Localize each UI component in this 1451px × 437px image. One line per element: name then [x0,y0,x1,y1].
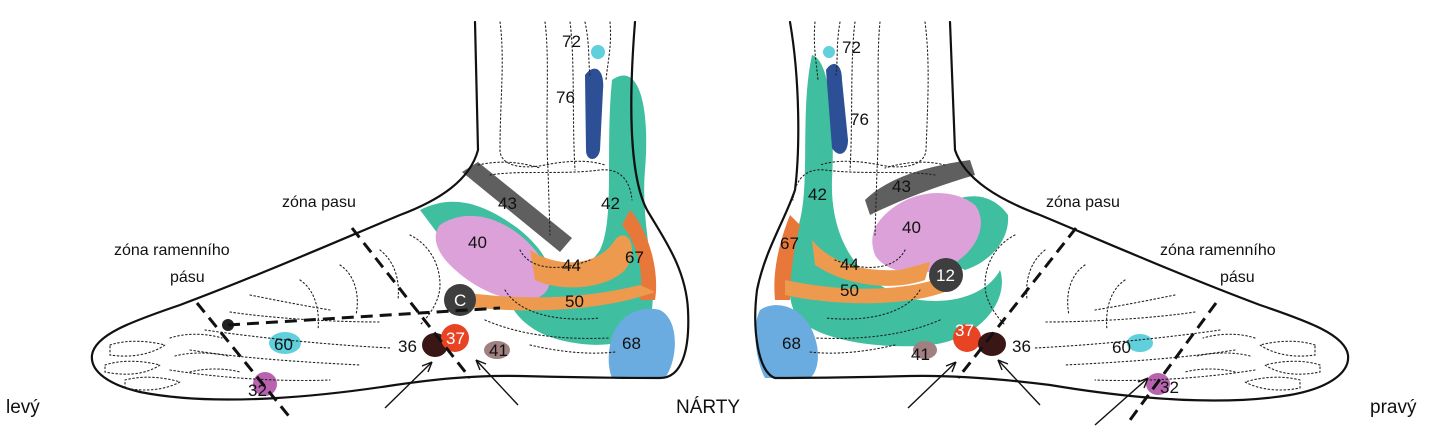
right-label-12: 12 [936,266,955,285]
left-zone-cyan-72 [591,45,605,59]
right-zone-orange-44 [812,240,930,286]
right-foot: 72 76 43 42 40 44 67 50 12 37 36 41 68 6… [754,20,1417,426]
right-label-43: 43 [892,177,911,196]
right-label-44: 44 [840,255,859,274]
left-label-76: 76 [556,88,575,107]
left-label-42: 42 [601,194,620,213]
title: NÁRTY [676,397,740,418]
right-label-60: 60 [1112,338,1131,357]
left-waist-label: zóna pasu [282,194,356,211]
left-zone-pink-40 [435,215,550,301]
right-label-37: 37 [955,321,974,340]
left-foot: 72 76 43 42 40 44 67 50 C 36 37 41 68 60… [6,20,690,421]
left-zone-darkgray-C [444,284,476,316]
left-zone-cyan-60 [269,332,301,354]
left-zone-teal-ankle [504,75,653,345]
right-zone-pink-40 [872,193,981,273]
left-zone-orange-67 [622,210,657,300]
right-zone-cyan-72 [823,46,835,58]
right-zone-navy-76 [826,64,848,154]
left-zone-mauve-41 [484,341,510,359]
left-label-C: C [454,291,466,310]
left-label-32: 32 [248,381,267,400]
right-foot-outline [754,20,1350,402]
right-shoulder-label-line2: pásu [1220,269,1255,286]
right-label-36: 36 [1012,337,1031,356]
right-arrows [907,359,1149,426]
right-label-76: 76 [850,110,869,129]
right-zone-mauve-41 [913,341,937,359]
left-shoulder-line [195,302,294,421]
left-label-60: 60 [274,335,293,354]
left-label-68: 68 [622,334,641,353]
right-waist-label: zóna pasu [1046,194,1120,211]
left-label-67: 67 [625,248,644,267]
left-shoulder-label-line2: pásu [170,269,205,286]
right-label-72: 72 [842,38,861,57]
right-zone-brown-36 [978,332,1006,356]
left-zone-navy-76 [585,68,604,159]
left-label-37: 37 [446,329,465,348]
left-shoulder-label-line1: zóna ramenního [114,242,230,259]
left-zone-orange-50 [460,285,655,311]
right-label-42: 42 [808,185,827,204]
left-label-40: 40 [468,233,487,252]
right-label-50: 50 [840,281,859,300]
left-label-44: 44 [562,256,581,275]
left-zone-gray-43 [462,162,572,252]
right-zone-cyan-60 [1127,334,1153,352]
left-zone-orange-44 [530,235,632,288]
right-label-68: 68 [782,334,801,353]
left-label-72: 72 [562,32,581,51]
left-arrows [384,359,519,409]
left-foot-outline [90,20,690,401]
right-zone-red-37 [953,324,981,352]
right-label-67: 67 [780,234,799,253]
left-diagonal-line [227,306,501,327]
left-label-36: 36 [398,337,417,356]
right-waist-line [956,227,1078,379]
right-label-41: 41 [911,345,930,364]
right-zone-darkgray-12 [929,258,963,292]
right-zone-orange-50 [785,278,945,304]
right-shoulder-label-line1: zóna ramenního [1160,242,1276,259]
left-foot-bones [104,21,633,391]
left-waist-line [350,227,472,379]
left-label-50: 50 [565,292,584,311]
right-shoulder-line [1128,302,1218,421]
right-label-32: 32 [1160,378,1179,397]
right-zone-orange-67 [774,215,800,300]
left-label-43: 43 [498,194,517,213]
right-foot-bones [792,21,1321,391]
left-side-label: levý [6,397,40,418]
left-label-41: 41 [489,341,508,360]
right-label-40: 40 [902,218,921,237]
right-zone-gray-43 [865,160,975,215]
right-side-label: pravý [1370,397,1417,418]
right-zone-blue-68 [755,305,818,378]
left-zone-red-37 [441,324,469,352]
left-zone-blue-68 [608,308,675,378]
